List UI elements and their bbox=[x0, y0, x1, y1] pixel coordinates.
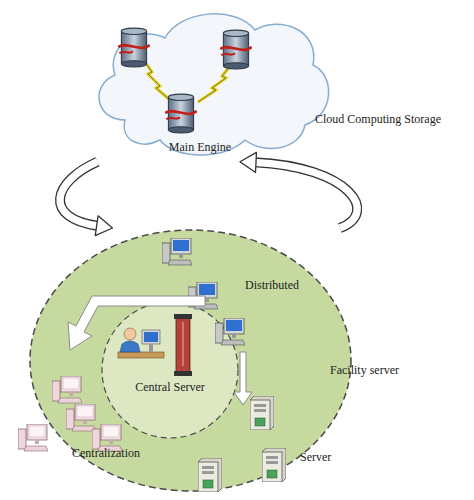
node-label: Distributed bbox=[245, 278, 335, 292]
computer-icon bbox=[18, 424, 48, 451]
arrow-heads bbox=[95, 216, 112, 236]
central-ellipse bbox=[102, 302, 238, 438]
arrow-body bbox=[254, 162, 357, 228]
arrow-outline bbox=[60, 162, 98, 226]
cycle-arrow bbox=[60, 162, 113, 236]
arrow-heads bbox=[240, 152, 256, 172]
part-label: Server bbox=[300, 450, 360, 464]
inner-outline bbox=[100, 300, 240, 440]
node-label: Main Engine bbox=[143, 140, 257, 154]
cloud-shape bbox=[99, 14, 329, 155]
facility-ellipse bbox=[30, 230, 351, 491]
zone-node: Central Server bbox=[100, 300, 240, 440]
node-label: Central Server bbox=[104, 380, 236, 394]
node-label: Facility server bbox=[330, 363, 440, 377]
cloud-node: Main EngineCloud Computing Storage bbox=[85, 0, 335, 165]
arrow-body bbox=[60, 162, 98, 226]
cycle-arrow bbox=[240, 152, 357, 228]
arrow-head bbox=[240, 152, 256, 172]
node-label: Cloud Computing Storage bbox=[315, 112, 474, 126]
arrow-outline bbox=[254, 162, 357, 228]
arrow-head bbox=[95, 216, 112, 236]
node-label: Centralization bbox=[72, 446, 172, 460]
